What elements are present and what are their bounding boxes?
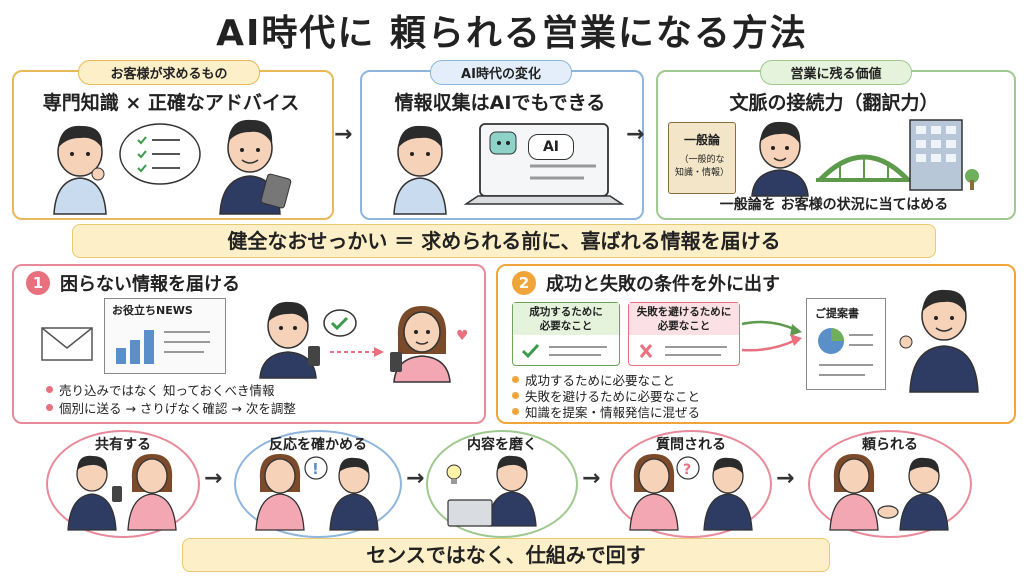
panel3-heading: 文脈の接続力（翻訳力） <box>729 92 939 114</box>
general-theory-book: 一般論 （一般的な 知識・情報） <box>668 122 736 194</box>
tag-sales-value: 営業に残る価値 <box>760 60 912 85</box>
salesperson-explaining-illustration <box>899 289 979 393</box>
laptop-icon <box>463 123 625 205</box>
section1-bullet-2: 個別に送る → さりげなく確認 → 次を調整 <box>46 398 296 417</box>
section2-bullet-2: 失敗を避けるために必要なこと <box>512 386 700 405</box>
section1-heading: 困らない情報を届ける <box>60 274 240 295</box>
cycle-arrow-2: → <box>406 466 425 491</box>
cross-mark-icon <box>639 344 727 358</box>
section1-number-badge: 1 <box>26 271 50 295</box>
asking-question-illustration: ? <box>629 454 753 531</box>
step-asked-label: 質問される <box>656 437 726 453</box>
customer-woman-phone-illustration <box>390 306 451 383</box>
step-share <box>46 430 200 538</box>
arrow-2: → <box>626 122 645 147</box>
newsletter-title: お役立ちNEWS <box>112 304 193 317</box>
step-check-reaction-label: 反応を確かめる <box>269 437 367 453</box>
success-card: 成功するために 必要なこと <box>512 302 620 366</box>
proposal-document: ご提案書 <box>806 298 886 390</box>
section2-number-badge: 2 <box>512 271 536 295</box>
salesperson-tablet-illustration <box>219 119 292 215</box>
page-title: AI時代に 頼られる営業になる方法 <box>216 13 808 54</box>
arrow-1: → <box>334 122 353 147</box>
ai-chat-bubble: AI <box>528 134 574 160</box>
tag-customer-needs: お客様が求めるもの <box>78 60 260 85</box>
cycle-arrow-4: → <box>776 466 795 491</box>
step-check-reaction <box>234 430 402 538</box>
success-card-title-bg: 成功するために 必要なこと <box>513 303 619 335</box>
svg-text:?: ? <box>683 462 691 478</box>
section2-heading: 成功と失敗の条件を外に出す <box>546 274 780 295</box>
tag-ai-change: AI時代の変化 <box>430 60 572 85</box>
step-refine-label: 内容を磨く <box>467 437 537 453</box>
failure-card-line1: 失敗を避けるために <box>636 306 732 318</box>
section2-bullet-1: 成功するために必要なこと <box>512 370 675 389</box>
bullet-dot <box>512 392 519 399</box>
panel1-heading: 専門知識 × 正確なアドバイス <box>42 92 300 114</box>
proposal-title: ご提案書 <box>815 307 859 320</box>
envelope-icon <box>41 327 93 361</box>
step-trusted <box>808 430 972 538</box>
working-laptop-illustration <box>446 455 537 527</box>
bullet-text: 失敗を避けるために必要なこと <box>525 389 701 404</box>
handshake-illustration <box>829 454 949 531</box>
svg-text:!: ! <box>312 460 319 478</box>
step-share-label: 共有する <box>95 437 151 453</box>
cycle-arrow-3: → <box>582 466 601 491</box>
step-refine <box>426 430 578 538</box>
success-card-line2: 必要なこと <box>539 320 593 332</box>
failure-card: 失敗を避けるために 必要なこと <box>628 302 740 366</box>
section1-bullet-1: 売り込みではなく 知っておくべき情報 <box>46 380 274 399</box>
failure-card-title-bg: 失敗を避けるために 必要なこと <box>629 303 739 335</box>
office-building-icon <box>909 119 979 191</box>
step-trusted-label: 頼られる <box>862 437 918 453</box>
cycle-arrow-1: → <box>204 466 223 491</box>
bullet-dot <box>512 376 519 383</box>
check-bubble-icon <box>323 309 357 337</box>
dashed-arrow-icon <box>330 347 384 357</box>
thinking-customer-illustration <box>53 125 107 215</box>
pie-chart-icon <box>818 328 873 376</box>
bullet-dot <box>46 404 53 411</box>
panel2-heading: 情報収集はAIでもできる <box>394 92 606 114</box>
book-subtitle-1: （一般的な <box>679 155 725 165</box>
sharing-people-illustration <box>67 454 177 531</box>
bullet-text: 知識を提案・情報発信に混ぜる <box>525 405 701 420</box>
bar-chart-icon <box>116 330 210 364</box>
band-healthy-meddling: 健全なおせっかい ＝ 求められる前に、喜ばれる情報を届ける <box>72 224 936 258</box>
salesperson-pointing-illustration <box>751 121 809 197</box>
section2-bullet-3: 知識を提案・情報発信に混ぜる <box>512 402 700 421</box>
failure-card-line2: 必要なこと <box>657 320 711 332</box>
bullet-dot <box>512 408 519 415</box>
salesperson-phone-illustration <box>259 301 320 379</box>
bridge-icon <box>816 154 912 182</box>
panel3-caption: 一般論を お客様の状況に当てはめる <box>719 197 949 213</box>
band-system-not-sense: センスではなく、仕組みで回す <box>182 538 830 572</box>
bullet-dot <box>46 386 53 393</box>
thinking-person-illustration <box>393 125 447 215</box>
checking-reaction-illustration: ! <box>255 454 379 531</box>
bullet-text: 個別に送る → さりげなく確認 → 次を調整 <box>59 401 296 416</box>
bullet-text: 売り込みではなく 知っておくべき情報 <box>59 383 275 398</box>
heart-icon: ♥ <box>456 328 469 344</box>
checklist-bubble-icon <box>119 123 201 185</box>
bullet-text: 成功するために必要なこと <box>525 373 676 388</box>
check-mark-icon <box>521 343 607 359</box>
success-card-line1: 成功するために <box>529 306 603 318</box>
merge-arrows-icon <box>741 320 802 352</box>
book-subtitle-2: 知識・情報） <box>674 168 729 178</box>
book-title: 一般論 <box>683 133 720 147</box>
step-asked <box>610 430 772 538</box>
